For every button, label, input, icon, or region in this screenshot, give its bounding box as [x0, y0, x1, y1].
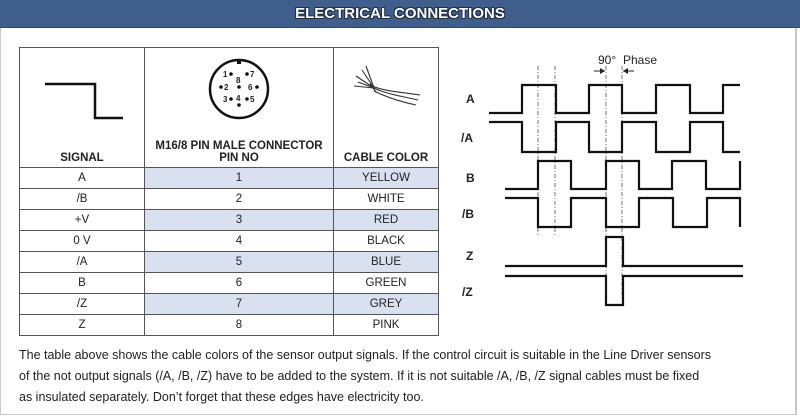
phase-word: Phase: [623, 53, 657, 67]
pin-label-6: 6: [248, 83, 253, 92]
header-color-label: CABLE COLOR: [343, 152, 429, 164]
row-color: YELLOW: [333, 167, 439, 189]
row-color: PINK: [333, 314, 439, 336]
label-b: B: [466, 171, 475, 185]
description-line-1: The table above shows the cable colors o…: [19, 348, 712, 362]
pin-label-3: 3: [223, 95, 228, 104]
row-pin: 1: [144, 167, 334, 189]
signal-z-inv-trace: [505, 274, 743, 307]
label-a-inv: /A: [461, 131, 473, 145]
table-header-row: SIGNAL 1 2 3 4 5 6 7 8: [19, 47, 439, 168]
section-title: ELECTRICAL CONNECTIONS: [295, 5, 505, 22]
row-signal: Z: [19, 314, 145, 336]
pin-label-7: 7: [250, 70, 255, 79]
signal-b-trace: [505, 159, 742, 191]
connector-pinout-icon: 1 2 3 4 5 6 7 8: [208, 58, 270, 120]
row-color: GREY: [333, 293, 439, 315]
row-color: BLACK: [333, 230, 439, 252]
pin-label-5: 5: [250, 95, 255, 104]
label-z-inv: /Z: [462, 285, 473, 299]
signal-b-inv-trace: [505, 196, 742, 229]
signal-a-inv-trace: [489, 120, 740, 154]
label-z: Z: [466, 249, 473, 263]
section-header: ELECTRICAL CONNECTIONS: [0, 0, 800, 28]
header-signal-label: SIGNAL: [60, 152, 104, 164]
phase-annotation: 90° Phase: [594, 53, 657, 74]
header-color: CABLE COLOR: [333, 47, 439, 168]
description-line-3: as insulated separately. Don’t forget th…: [19, 390, 424, 404]
header-pin-line1: M16/8 PIN MALE CONNECTOR: [155, 140, 323, 152]
signal-a-trace: [489, 83, 740, 115]
arrow-right-icon: [600, 68, 605, 74]
label-a: A: [466, 92, 475, 106]
signal-z-trace: [505, 235, 743, 268]
description-line-2: of the not output signals (/A, /B, /Z) h…: [19, 369, 700, 383]
arrow-left-icon: [623, 68, 628, 74]
pin-label-2: 2: [224, 83, 229, 92]
signal-step-icon: [45, 82, 123, 120]
header-signal: SIGNAL: [19, 47, 145, 168]
row-color: RED: [333, 209, 439, 231]
header-pin-line2: PIN NO: [219, 152, 259, 164]
row-pin: 5: [144, 251, 334, 273]
signal-timing-diagram: 90° Phase A /A B /B Z /Z: [461, 53, 743, 307]
header-pin: 1 2 3 4 5 6 7 8 M16/8 PIN MALE CONNECTOR…: [144, 47, 334, 168]
label-b-inv: /B: [462, 207, 474, 221]
row-pin: 7: [144, 293, 334, 315]
pin-label-8: 8: [236, 76, 241, 85]
row-color: BLUE: [333, 251, 439, 273]
pin-label-1: 1: [223, 70, 228, 79]
phase-degrees: 90°: [598, 53, 616, 67]
description-text: The table above shows the cable colors o…: [19, 345, 789, 408]
pin-label-4: 4: [236, 94, 241, 103]
cable-wires-icon: [353, 65, 421, 106]
connection-table: SIGNAL 1 2 3 4 5 6 7 8: [19, 47, 439, 336]
